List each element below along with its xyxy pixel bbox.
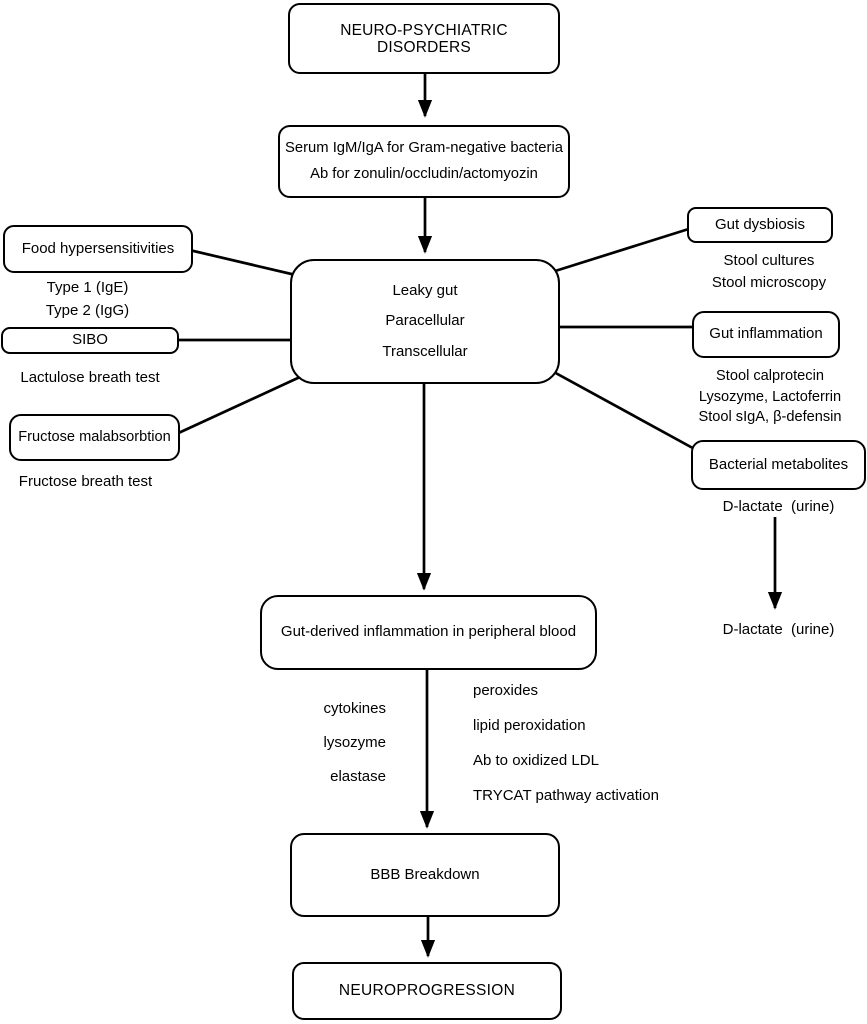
serum-tests-box: Serum IgM/IgA for Gram-negative bacteria… bbox=[278, 125, 570, 198]
connector-leaky-to-metabolites bbox=[551, 369, 701, 454]
food-test-type1-label: Type 1 (IgE) bbox=[46, 279, 129, 296]
gut-derived-inflammation-box: Gut-derived inflammation in peripheral b… bbox=[260, 595, 597, 670]
d-lactate-urine-label: D-lactate (urine) bbox=[722, 498, 835, 515]
gut-inflammation-label: Gut inflammation bbox=[709, 325, 823, 343]
neuro-psychiatric-line1: NEURO-PSYCHIATRIC bbox=[340, 21, 508, 39]
stool-cultures-label: Stool cultures bbox=[723, 252, 815, 269]
fructose-malabsorbtion-label: Fructose malabsorbtion bbox=[18, 429, 171, 446]
lipid-peroxidation-label: lipid peroxidation bbox=[473, 717, 586, 734]
bbb-breakdown-box: BBB Breakdown bbox=[290, 833, 560, 917]
food-test-type2-label: Type 2 (IgG) bbox=[45, 302, 130, 319]
neuroprogression-box: NEUROPROGRESSION bbox=[292, 962, 562, 1020]
gut-inflammation-box: Gut inflammation bbox=[692, 311, 840, 358]
bacterial-metabolites-box: Bacterial metabolites bbox=[691, 440, 866, 490]
blood-markers-left-list: cytokines lysozyme elastase bbox=[286, 700, 386, 785]
leaky-gut-box: Leaky gut Paracellular Transcellular bbox=[290, 259, 560, 384]
neuro-psychiatric-disorders-box: NEURO-PSYCHIATRIC DISORDERS bbox=[288, 3, 560, 74]
ab-oxidized-ldl-label: Ab to oxidized LDL bbox=[473, 752, 599, 769]
serum-tests-line1: Serum IgM/IgA for Gram-negative bacteria bbox=[285, 140, 563, 157]
food-hypersensitivities-box: Food hypersensitivities bbox=[3, 225, 193, 273]
stool-calprotecin-label: Stool calprotecin bbox=[716, 368, 824, 384]
stool-microscopy-label: Stool microscopy bbox=[711, 274, 827, 291]
serum-tests-line2: Ab for zonulin/occludin/actomyozin bbox=[310, 166, 538, 183]
leaky-gut-title: Leaky gut bbox=[392, 281, 458, 299]
connector-leaky-to-dysbiosis bbox=[551, 225, 696, 274]
d-lactate-urine-result-label: D-lactate (urine) bbox=[722, 621, 835, 638]
gut-dysbiosis-box: Gut dysbiosis bbox=[687, 207, 833, 243]
peroxides-label: peroxides bbox=[473, 682, 539, 699]
fructose-breath-test-label: Fructose breath test bbox=[18, 473, 153, 490]
connector-food-to-leaky bbox=[184, 247, 301, 278]
gut-inflammation-tests: Stool calprotecin Lysozyme, Lactoferrin … bbox=[684, 366, 856, 428]
stool-siga-defensin-label: Stool sIgA, β-defensin bbox=[698, 409, 842, 425]
connector-fructose-to-leaky bbox=[171, 375, 301, 438]
lysozyme-lactoferrin-label: Lysozyme, Lactoferrin bbox=[698, 388, 842, 405]
gut-dysbiosis-label: Gut dysbiosis bbox=[714, 215, 806, 233]
fructose-malabsorbtion-box: Fructose malabsorbtion bbox=[9, 414, 180, 461]
lactulose-breath-test-label: Lactulose breath test bbox=[20, 369, 160, 386]
gut-derived-inflammation-label: Gut-derived inflammation in peripheral b… bbox=[280, 623, 577, 641]
lysozyme-label: lysozyme bbox=[323, 734, 386, 751]
neuro-psychiatric-line2: DISORDERS bbox=[377, 38, 471, 56]
sibo-label: SIBO bbox=[72, 331, 108, 349]
neuroprogression-label: NEUROPROGRESSION bbox=[338, 982, 516, 1000]
leaky-gut-transcellular: Transcellular bbox=[382, 342, 468, 360]
elastase-label: elastase bbox=[330, 768, 386, 785]
bbb-breakdown-label: BBB Breakdown bbox=[370, 865, 480, 883]
trycat-pathway-label: TRYCAT pathway activation bbox=[473, 787, 659, 804]
cytokines-label: cytokines bbox=[323, 700, 386, 717]
blood-markers-right-list: peroxides lipid peroxidation Ab to oxidi… bbox=[473, 682, 683, 804]
bacterial-metabolites-label: Bacterial metabolites bbox=[708, 455, 849, 473]
leaky-gut-paracellular: Paracellular bbox=[385, 312, 465, 330]
food-hypersensitivities-label: Food hypersensitivities bbox=[21, 239, 175, 257]
sibo-box: SIBO bbox=[1, 327, 179, 354]
